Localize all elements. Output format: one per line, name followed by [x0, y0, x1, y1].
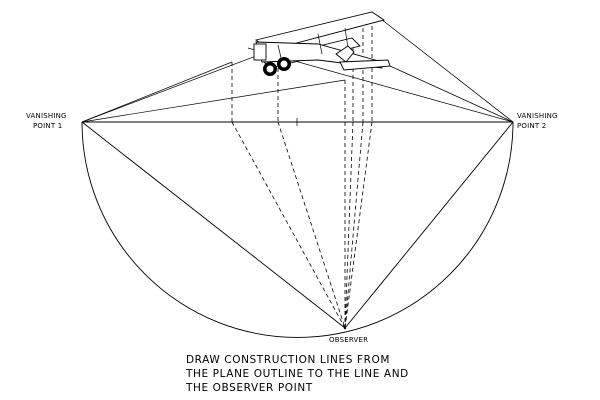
vp2-to-observer-line: [344, 121, 514, 329]
construction-line-6: [344, 121, 373, 329]
vp1-to-plane-line-a: [81, 61, 233, 123]
vp1-label-line1: VANISHING: [26, 112, 67, 120]
engine-cowling: [253, 43, 267, 61]
vp1-to-observer-line: [81, 121, 346, 329]
vp2-label-line1: VANISHING: [517, 112, 558, 120]
vp1-label-line2: POINT 1: [33, 122, 62, 130]
wing-strut-3: [344, 27, 349, 49]
vp2-to-plane-line-a: [371, 11, 514, 123]
tail-plane: [339, 59, 391, 71]
station-arc: [81, 121, 514, 338]
tail-fin: [335, 45, 355, 63]
wing-strut-2: [317, 33, 323, 55]
vp2-label-line2: POINT 2: [517, 122, 546, 130]
vp2-to-plane-line-b: [389, 65, 514, 123]
caption-line-1: DRAW CONSTRUCTION LINES FROM: [186, 354, 390, 366]
biplane-drawing: [253, 11, 391, 76]
caption-line-3: THE OBSERVER POINT: [185, 382, 313, 394]
vp1-to-plane-line-c: [81, 79, 346, 123]
construction-line-1: [231, 121, 346, 329]
observer-label: OBSERVER: [329, 336, 368, 344]
center-cross-mark: [293, 118, 301, 126]
construction-line-4: [344, 121, 354, 329]
caption-line-2: THE PLANE OUTLINE TO THE LINE AND: [185, 368, 409, 380]
construction-line-5: [344, 121, 364, 329]
landing-wheel-front: [263, 62, 277, 76]
observer-point: [343, 326, 347, 330]
landing-wheel-rear: [277, 57, 291, 71]
construction-line-2: [277, 121, 346, 329]
